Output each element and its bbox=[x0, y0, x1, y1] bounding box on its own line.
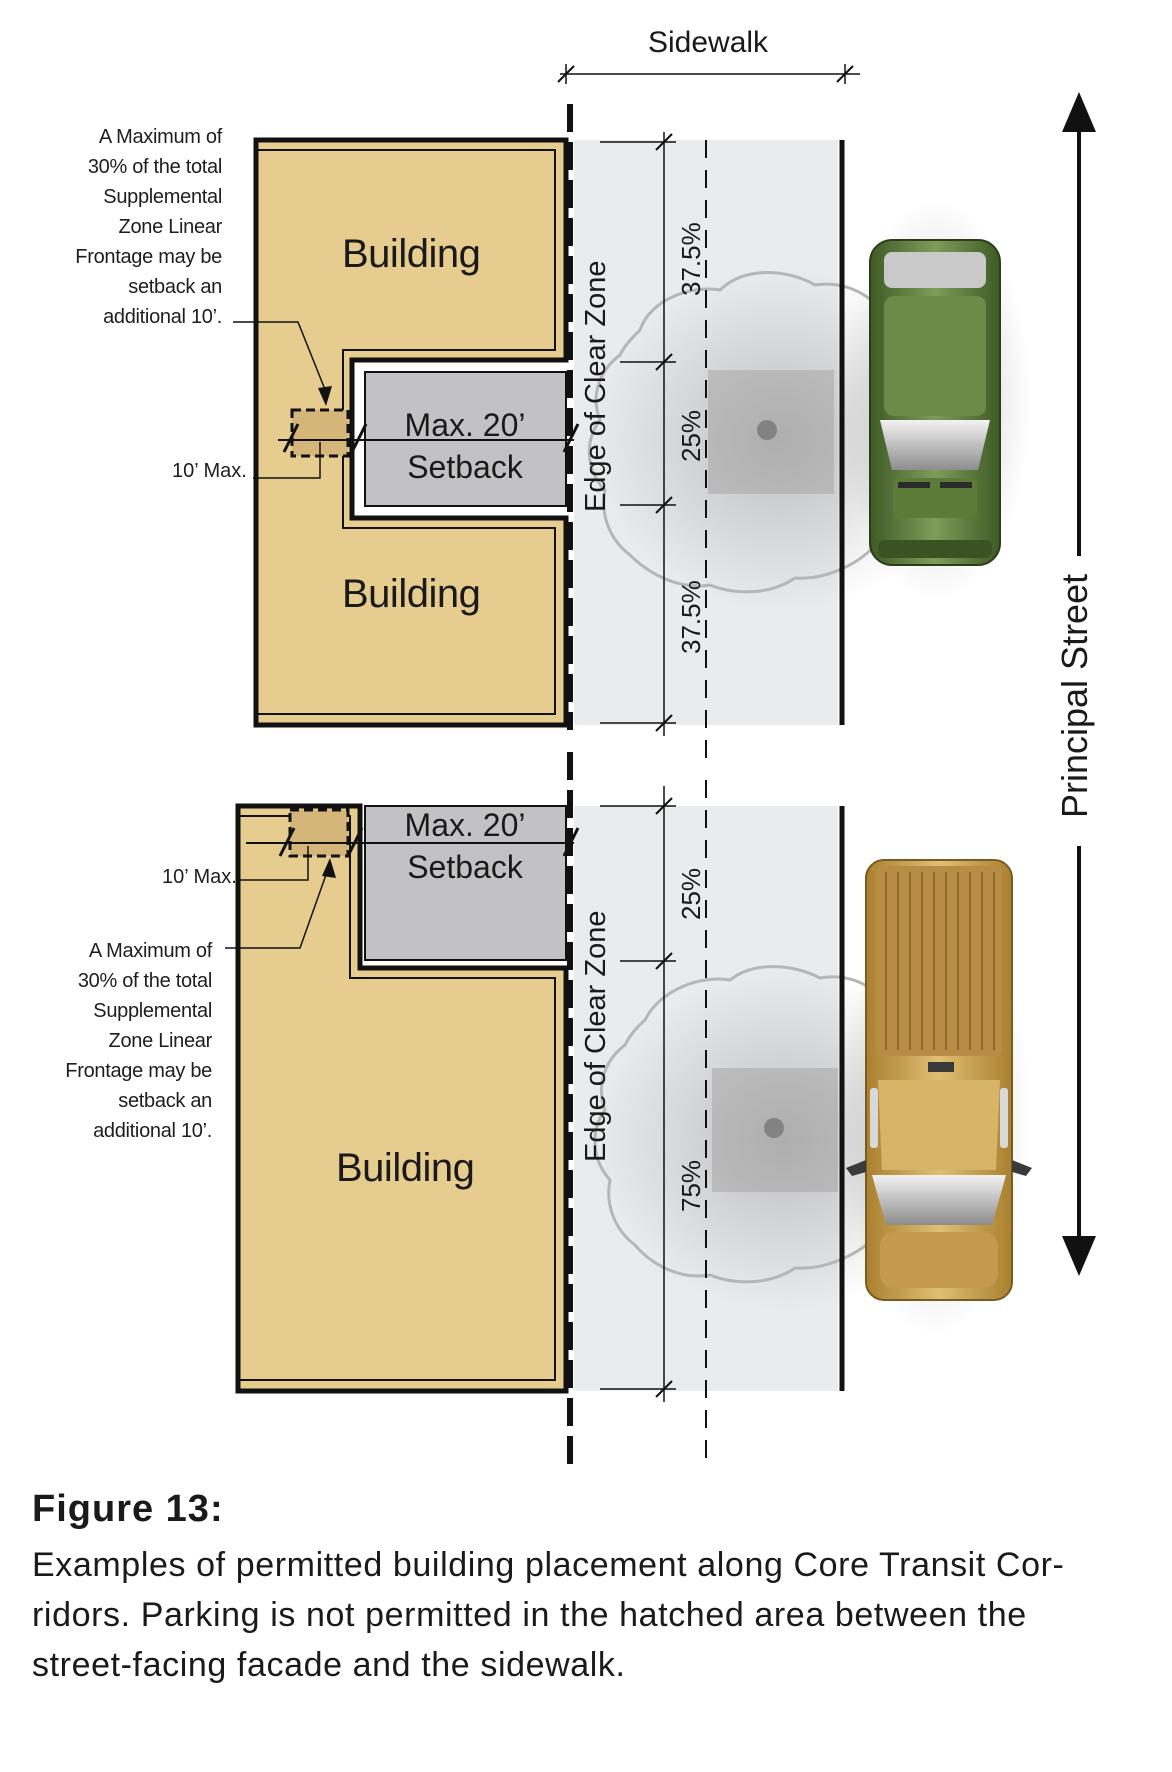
sidewalk-dimension bbox=[557, 64, 860, 84]
note-line: A Maximum of bbox=[98, 126, 222, 148]
bottom-panel bbox=[225, 752, 1032, 1470]
pct-tick-2-top bbox=[655, 353, 673, 371]
pct-tick-1-bottom bbox=[655, 797, 673, 815]
setback-tick-1-top bbox=[350, 423, 368, 453]
setback-label-bottom: Max. 20’ Setback bbox=[365, 804, 565, 888]
ten-max-tick-top bbox=[282, 423, 300, 453]
note-line: additional 10’. bbox=[93, 1120, 212, 1142]
setback-line2: Setback bbox=[407, 849, 523, 885]
setback-line2: Setback bbox=[407, 449, 523, 485]
pct-tick-3-bottom bbox=[655, 1380, 673, 1398]
ten-max-leader-bottom bbox=[240, 846, 309, 881]
building-bottom bbox=[235, 803, 569, 1394]
pct-label-top-2: 25% bbox=[676, 409, 706, 462]
ten-max-label-top: 10’ Max. bbox=[172, 460, 247, 482]
green-truck bbox=[841, 200, 1031, 600]
note-arrow-bottom bbox=[322, 858, 336, 878]
arrow-up-icon bbox=[1062, 92, 1096, 132]
setback-label-top: Max. 20’ Setback bbox=[365, 404, 565, 488]
setback-tick-2-top bbox=[562, 423, 580, 453]
building-label-bottom: Building bbox=[336, 1146, 475, 1190]
top-panel bbox=[233, 104, 1031, 770]
pct-label-bottom-2: 75% bbox=[676, 1159, 706, 1212]
edge-of-clear-zone-label-top: Edge of Clear Zone bbox=[580, 260, 612, 512]
supplemental-note-top: A Maximum of 30% of the total Supplement… bbox=[40, 122, 222, 332]
ten-max-label-bottom: 10’ Max. bbox=[162, 866, 237, 888]
note-line: Zone Linear bbox=[118, 216, 223, 238]
setback-line1: Max. 20’ bbox=[404, 807, 526, 843]
note-line: Supplemental bbox=[103, 186, 222, 208]
note-line: Supplemental bbox=[93, 1000, 212, 1022]
gold-truck bbox=[840, 859, 1032, 1335]
supplemental-box-bottom bbox=[288, 808, 350, 858]
sidewalk-label: Sidewalk bbox=[648, 26, 769, 59]
caption-line: ridors. Parking is not permitted in the … bbox=[32, 1596, 1027, 1634]
tree-canopy-top bbox=[587, 271, 928, 594]
note-line: setback an bbox=[118, 1090, 212, 1112]
note-line: Frontage may be bbox=[75, 246, 222, 268]
pct-tick-1-top bbox=[655, 133, 673, 151]
figure-title: Figure 13: bbox=[32, 1488, 224, 1530]
note-line: 30% of the total bbox=[77, 970, 212, 992]
arrow-down-icon bbox=[1062, 1236, 1096, 1276]
building-label-top-1: Building bbox=[342, 232, 481, 276]
edge-of-clear-zone-label-bottom: Edge of Clear Zone bbox=[580, 910, 612, 1162]
supplemental-note-bottom: A Maximum of 30% of the total Supplement… bbox=[30, 936, 212, 1146]
setback-area-bottom bbox=[364, 805, 567, 961]
note-line: additional 10’. bbox=[103, 306, 222, 328]
pct-label-top-3: 37.5% bbox=[676, 580, 706, 654]
note-line: A Maximum of bbox=[88, 940, 212, 962]
note-leader-top bbox=[233, 321, 327, 393]
note-leader-bottom bbox=[225, 871, 328, 949]
note-line: setback an bbox=[128, 276, 222, 298]
pct-label-bottom-1: 25% bbox=[676, 867, 706, 920]
caption-line: Examples of permitted building placement… bbox=[32, 1546, 1065, 1584]
setback-line1: Max. 20’ bbox=[404, 407, 526, 443]
building-label-top-2: Building bbox=[342, 572, 481, 616]
building-top bbox=[253, 137, 569, 728]
note-line: Frontage may be bbox=[65, 1060, 212, 1082]
ten-max-leader-top bbox=[253, 442, 321, 479]
figure-caption: Examples of permitted building placement… bbox=[32, 1540, 1152, 1690]
pct-tick-4-top bbox=[655, 714, 673, 732]
note-line: Zone Linear bbox=[108, 1030, 213, 1052]
pct-tick-2-bottom bbox=[655, 952, 673, 970]
note-arrow-top bbox=[318, 386, 332, 406]
principal-street-label: Principal Street bbox=[1054, 573, 1095, 818]
note-line: 30% of the total bbox=[87, 156, 222, 178]
caption-line: street-facing facade and the sidewalk. bbox=[32, 1646, 626, 1684]
setback-tick-1-bottom bbox=[346, 827, 364, 857]
pct-label-top-1: 37.5% bbox=[676, 222, 706, 296]
pct-tick-3-top bbox=[655, 496, 673, 514]
ten-max-tick-bottom bbox=[278, 827, 296, 857]
principal-street-arrow bbox=[1062, 92, 1096, 1276]
